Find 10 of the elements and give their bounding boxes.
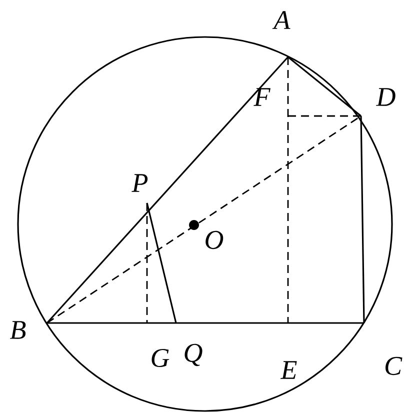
point-label: E (280, 361, 297, 379)
point-label: C (386, 356, 402, 376)
point-label: G (152, 348, 170, 368)
point-label: P (132, 174, 148, 192)
point-label: D (376, 88, 396, 106)
point-label: F (254, 88, 270, 106)
point-label: Q (184, 344, 202, 366)
point-label: B (10, 321, 26, 339)
point-label: A (272, 11, 290, 29)
point-label: O (206, 230, 224, 250)
